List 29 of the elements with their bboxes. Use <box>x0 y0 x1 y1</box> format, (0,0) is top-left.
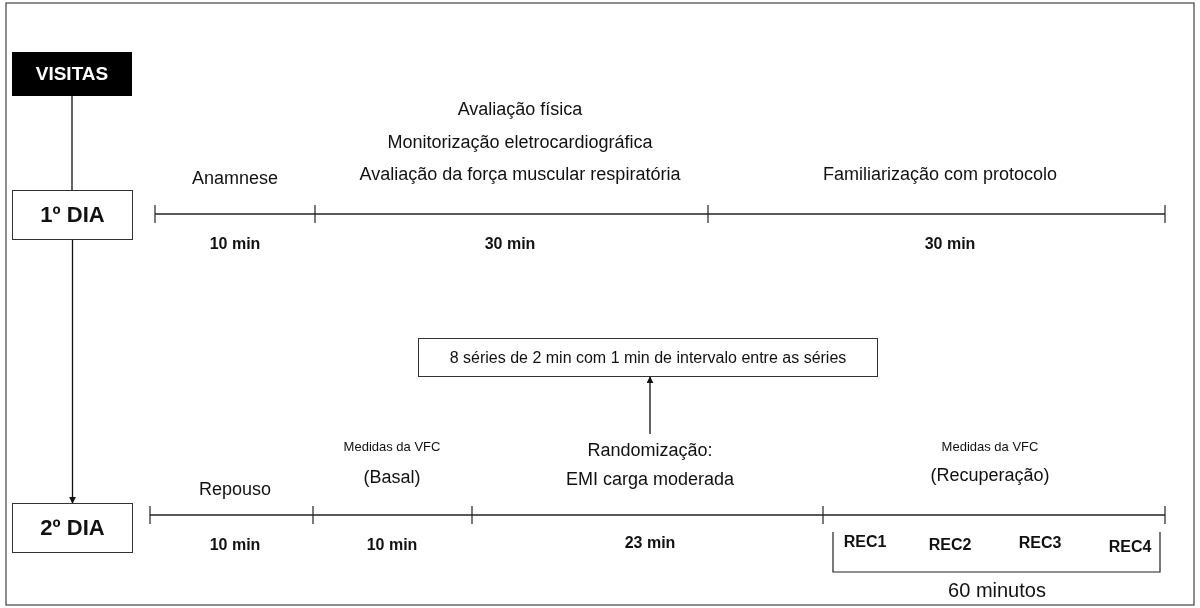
interval-label: REC1 <box>843 533 887 551</box>
step-label: Avaliação física <box>457 100 583 120</box>
step-label: Monitorização eletrocardiográfica <box>387 133 653 153</box>
connector-line <box>71 95 73 191</box>
step-label: Medidas da VFC <box>343 439 441 455</box>
interval-label: REC3 <box>1018 534 1062 552</box>
step-label: Avaliação da força muscular respiratória <box>359 165 681 185</box>
duration-label: 30 min <box>484 235 536 253</box>
arrow <box>646 376 654 435</box>
arrow <box>69 239 76 504</box>
interval-label: REC4 <box>1108 538 1152 556</box>
duration-label: 30 min <box>924 235 976 253</box>
duration-label: 10 min <box>209 235 261 253</box>
step-label: Medidas da VFC <box>941 439 1039 455</box>
step-label: Anamnese <box>191 169 279 189</box>
duration-label: 23 min <box>624 534 676 552</box>
duration-label: 10 min <box>209 536 261 554</box>
title-box: VISITAS <box>12 52 132 96</box>
process-box: 2º DIA <box>12 503 133 553</box>
duration-label: 60 minutos <box>948 579 1046 601</box>
step-label: Repouso <box>198 480 272 500</box>
step-label: Randomização: EMI carga moderada <box>545 434 755 496</box>
interval-label: REC2 <box>928 536 972 554</box>
step-label: (Recuperação) <box>930 466 1050 486</box>
step-label: Familiarização com protocolo <box>822 165 1058 185</box>
duration-label: 10 min <box>366 536 418 554</box>
process-box: 8 séries de 2 min com 1 min de intervalo entre as séries <box>418 338 878 377</box>
step-label: (Basal) <box>363 468 421 488</box>
process-box: 1º DIA <box>12 190 133 240</box>
